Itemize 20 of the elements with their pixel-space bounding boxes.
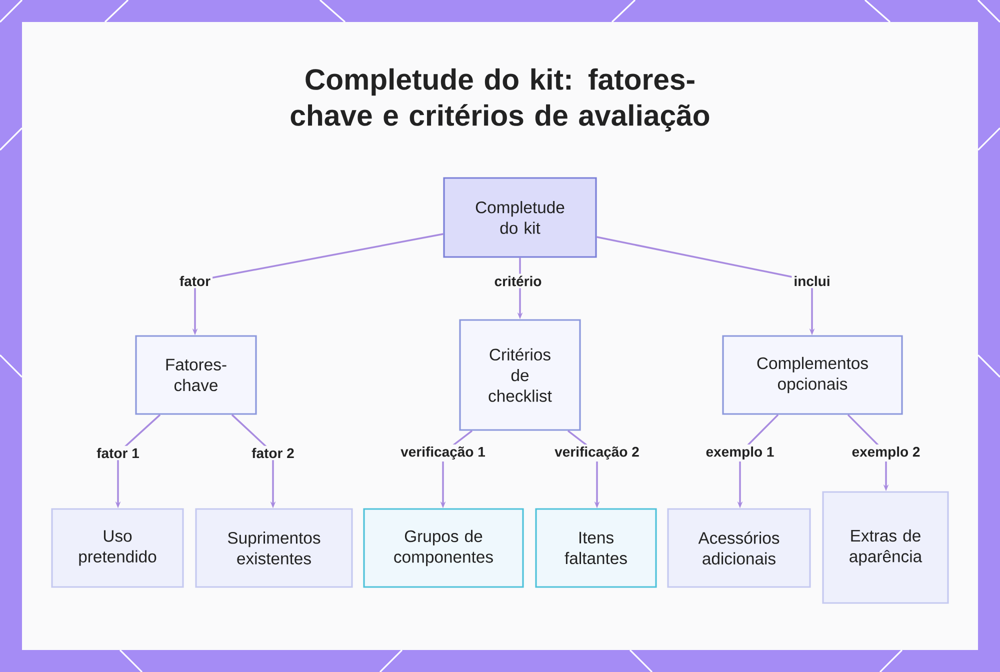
criterion-box: Itens faltantes xyxy=(535,508,657,588)
edge-label: fator 1 xyxy=(94,446,142,460)
item-box: Extras de aparência xyxy=(822,491,949,604)
title: Completude do kit: fatores-chave e critérios de avaliação xyxy=(290,68,710,132)
criterion-box: Grupos de componentes xyxy=(363,508,524,588)
edge-label: exemplo 1 xyxy=(704,444,776,462)
edge-label: fator xyxy=(177,274,213,288)
category-box: Complementos opcionais xyxy=(722,335,903,415)
edge-label: critério xyxy=(492,274,544,288)
category-box: Critérios de checklist xyxy=(459,319,581,431)
edge-label: fator 2 xyxy=(250,446,296,460)
edge-label: verificação 1 xyxy=(398,444,488,462)
edge-label: inclui xyxy=(792,274,832,288)
item-box: Suprimentos existentes xyxy=(195,508,353,588)
item-box: Acessórios adicionais xyxy=(667,508,811,588)
root-box: Completude do kit xyxy=(443,177,597,258)
item-box: Uso pretendido xyxy=(51,508,184,588)
category-box: Fatores-chave xyxy=(135,335,257,415)
edge-label: verificação 2 xyxy=(552,444,642,462)
edge-label: exemplo 2 xyxy=(850,444,922,462)
